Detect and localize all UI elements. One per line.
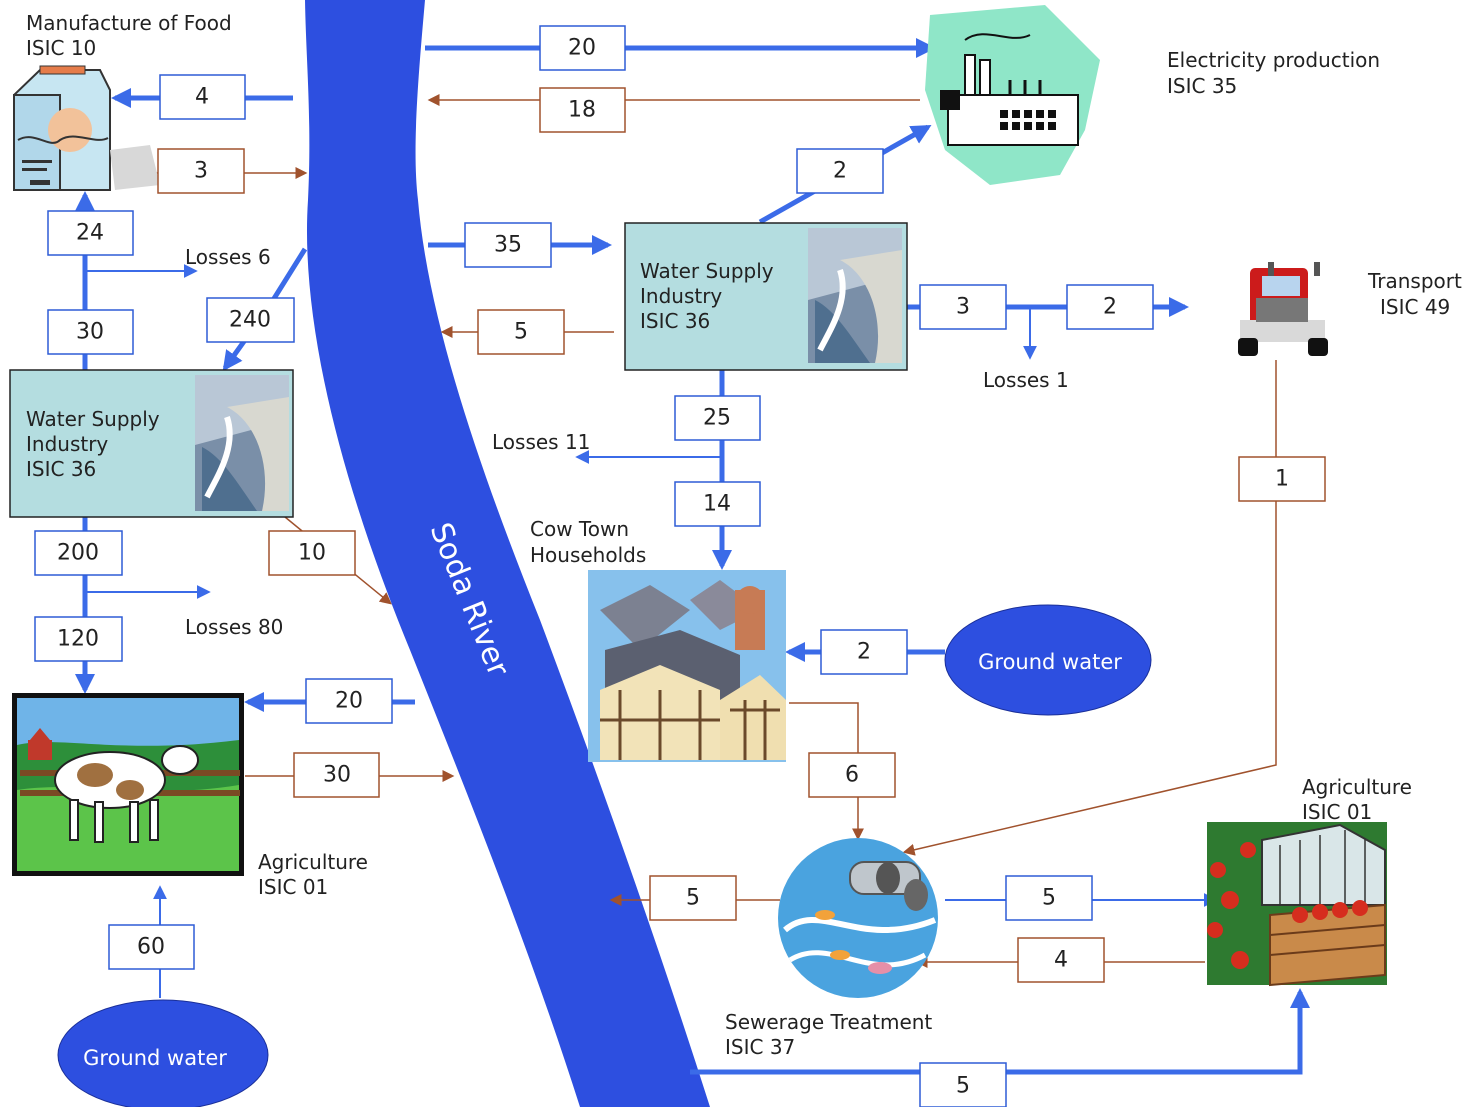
flow-value: 120 <box>57 627 99 652</box>
return-value: 10 <box>298 541 326 566</box>
electricity-name: Electricity production <box>1167 48 1380 72</box>
flow-value-box: 120 <box>34 616 123 662</box>
ground-water-bottom: Ground water <box>57 999 269 1107</box>
dam-icon <box>808 228 902 363</box>
flow-value: 2 <box>857 640 871 665</box>
flow-value: 30 <box>76 320 104 345</box>
return-value: 18 <box>568 98 596 123</box>
flow-value: 200 <box>57 541 99 566</box>
flow-value-box: 2 <box>820 629 908 675</box>
transport-name: Transport <box>1367 269 1462 293</box>
agri-left-code: ISIC 01 <box>258 875 328 899</box>
flow-value-box: 25 <box>674 395 761 441</box>
return-value-box: 18 <box>539 87 626 133</box>
households-name2: Households <box>530 543 646 567</box>
agri-right-name: Agriculture <box>1302 775 1412 799</box>
ws-top-line1: Water Supply <box>640 259 774 283</box>
ws-left-line2: Industry <box>26 432 108 456</box>
return-value: 5 <box>514 320 528 345</box>
flow-value-box: 20 <box>539 25 626 71</box>
flow-value: 20 <box>568 36 596 61</box>
return-value: 4 <box>1054 948 1068 973</box>
households-name: Cow Town <box>530 517 629 541</box>
flow-value: 24 <box>76 221 104 246</box>
return-value-box: 30 <box>293 752 380 798</box>
flow-value: 5 <box>956 1074 970 1099</box>
return-value-box: 5 <box>477 309 565 355</box>
flow-value-box: 5 <box>919 1062 1007 1107</box>
flow-value: 14 <box>703 492 731 517</box>
sewerage-code: ISIC 37 <box>725 1035 795 1059</box>
flow-value-box: 30 <box>47 309 134 355</box>
return-value: 3 <box>194 159 208 184</box>
return-value: 1 <box>1275 467 1289 492</box>
ground-water-label: Ground water <box>978 650 1122 674</box>
flow-value: 240 <box>229 308 271 333</box>
flow-value: 35 <box>494 233 522 258</box>
flow-value-box: 20 <box>305 678 393 724</box>
ws-left-line3: ISIC 36 <box>26 457 96 481</box>
soda-river <box>305 0 710 1107</box>
electricity-code: ISIC 35 <box>1167 74 1237 98</box>
food-name: Manufacture of Food <box>26 11 232 35</box>
agri-right-code: ISIC 01 <box>1302 800 1372 824</box>
ground-water-label: Ground water <box>83 1046 227 1070</box>
flow-value-box: 3 <box>919 284 1007 330</box>
dam-icon <box>195 375 289 511</box>
flow-value: 25 <box>703 406 731 431</box>
town-icon <box>588 570 786 762</box>
flow-value: 60 <box>137 935 165 960</box>
flow-value-box: 2 <box>1066 284 1154 330</box>
flow-value: 4 <box>195 85 209 110</box>
greenhouse-icon <box>1207 822 1387 987</box>
return-value-box: 4 <box>1017 937 1105 983</box>
food-code: ISIC 10 <box>26 36 96 60</box>
return-value-box: 1 <box>1238 456 1326 502</box>
return-value-box: 3 <box>157 148 245 194</box>
return-value: 5 <box>686 886 700 911</box>
truck-icon <box>1238 262 1328 356</box>
flow-value-box: 2 <box>796 148 884 194</box>
flow-value-box: 240 <box>206 297 295 343</box>
flow-value: 2 <box>833 159 847 184</box>
flow-value-box: 14 <box>674 481 761 527</box>
water-supply-top: Water Supply Industry ISIC 36 <box>624 222 908 371</box>
flow-value-box: 60 <box>108 924 195 970</box>
sewer-pipe-icon <box>778 838 938 998</box>
flow-value-box: 5 <box>1005 875 1093 921</box>
agri-left-name: Agriculture <box>258 850 368 874</box>
return-value: 30 <box>323 763 351 788</box>
return-value: 6 <box>845 763 859 788</box>
flow-value: 3 <box>956 295 970 320</box>
return-value-box: 10 <box>268 530 356 576</box>
water-supply-left: Water Supply Industry ISIC 36 <box>9 369 294 518</box>
cow-icon <box>12 693 244 876</box>
flow-value: 5 <box>1042 886 1056 911</box>
flow-value-box: 24 <box>47 210 134 256</box>
transport-code: ISIC 49 <box>1380 295 1450 319</box>
ws-top-line2: Industry <box>640 284 722 308</box>
milk-carton-icon <box>13 65 160 191</box>
losses-ws-top-households: Losses 11 <box>492 430 590 454</box>
flow-value-box: 35 <box>464 222 552 268</box>
losses-ws-left-agri: Losses 80 <box>185 615 283 639</box>
ground-water-households: Ground water <box>944 604 1152 716</box>
return-value-box: 6 <box>808 752 896 798</box>
flow-value-box: 4 <box>159 74 246 120</box>
flow-value-box: 200 <box>34 530 123 576</box>
power-plant-icon <box>925 5 1100 185</box>
return-value-box: 5 <box>649 875 737 921</box>
losses-food-branch: Losses 6 <box>185 245 271 269</box>
ws-left-line1: Water Supply <box>26 407 160 431</box>
losses-ws-top-transport: Losses 1 <box>983 368 1069 392</box>
sewerage-name: Sewerage Treatment <box>725 1010 932 1034</box>
flow-value: 20 <box>335 689 363 714</box>
flow-value: 2 <box>1103 295 1117 320</box>
ws-top-line3: ISIC 36 <box>640 309 710 333</box>
